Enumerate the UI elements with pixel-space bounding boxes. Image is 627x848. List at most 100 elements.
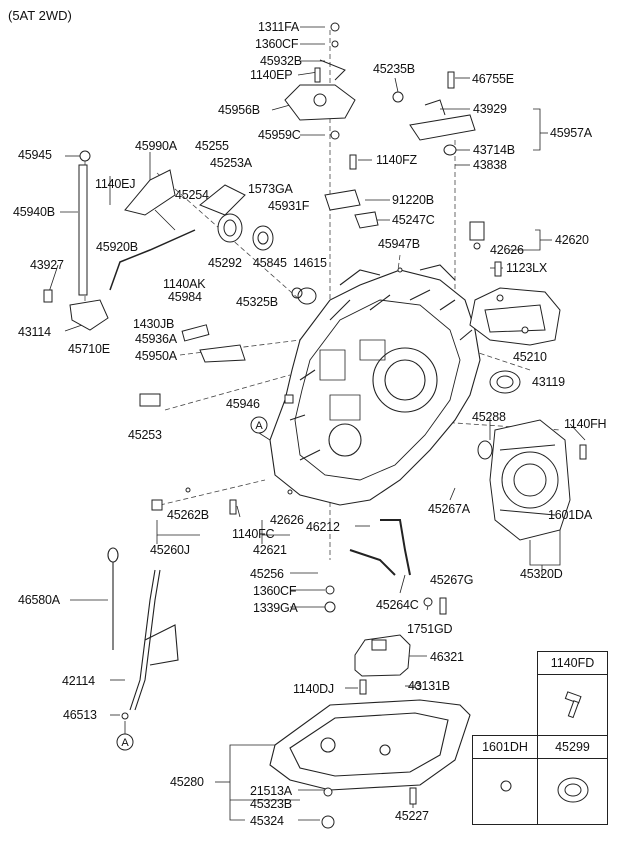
- part-label-45920b: 45920B: [96, 240, 138, 254]
- part-label-45990a: 45990A: [135, 139, 177, 153]
- part-label-42620: 42620: [555, 233, 589, 247]
- part-label-1140dj: 1140DJ: [293, 682, 334, 696]
- part-label-42621: 42621: [253, 543, 287, 557]
- part-label-45945: 45945: [18, 148, 52, 162]
- part-label-1360cf-bot: 1360CF: [253, 584, 297, 598]
- seals: [217, 213, 317, 305]
- part-label-1430jb: 1430JB: [133, 317, 175, 331]
- diagram-title: (5AT 2WD): [8, 8, 72, 23]
- part-label-43131b: 43131B: [408, 679, 450, 693]
- part-label-45932b: 45932B: [260, 54, 302, 68]
- label-leaders: [47, 26, 586, 821]
- legend-header-1140fd: 1140FD: [538, 652, 607, 675]
- part-label-42626-mid: 42626: [270, 513, 304, 527]
- o-ring-45288: [477, 440, 493, 460]
- legend-cell-1601dh: 1601DH: [472, 735, 538, 825]
- part-label-45845: 45845: [253, 256, 287, 270]
- part-label-14615: 14615: [293, 256, 327, 270]
- part-label-45323b: 45323B: [250, 797, 292, 811]
- part-label-46513: 46513: [63, 708, 97, 722]
- part-label-45950a: 45950A: [135, 349, 177, 363]
- part-label-45936a: 45936A: [135, 332, 177, 346]
- part-label-45253a: 45253A: [210, 156, 252, 170]
- part-label-45947b: 45947B: [378, 237, 420, 251]
- part-label-45210: 45210: [513, 350, 547, 364]
- part-label-45931f: 45931F: [268, 199, 310, 213]
- part-label-1140fc: 1140FC: [232, 527, 275, 541]
- shift-shaft: [69, 164, 109, 331]
- part-label-43927: 43927: [30, 258, 64, 272]
- part-label-45260j: 45260J: [150, 543, 190, 557]
- callout-a-bottom-label: A: [121, 737, 129, 749]
- part-label-1140fz: 1140FZ: [376, 153, 417, 167]
- part-label-45956b: 45956B: [218, 103, 260, 117]
- part-label-43114: 43114: [18, 325, 51, 339]
- speed-sensor: [469, 221, 485, 250]
- part-label-1601da: 1601DA: [548, 508, 592, 522]
- manual-lever-parts: [124, 169, 246, 407]
- part-label-45235b: 45235B: [373, 62, 415, 76]
- bolt-icon: [564, 691, 582, 719]
- part-label-1123lx: 1123LX: [506, 261, 547, 275]
- part-label-45256: 45256: [250, 567, 284, 581]
- part-label-45940b: 45940B: [13, 205, 55, 219]
- side-cover: [489, 419, 571, 541]
- shift-cable: [109, 229, 196, 291]
- part-label-45959c: 45959C: [258, 128, 301, 142]
- bolts: [43, 22, 587, 829]
- solenoid-bracket: [409, 99, 476, 156]
- part-label-1751gd: 1751GD: [407, 622, 453, 636]
- legend-cell-45299: 45299: [537, 735, 608, 825]
- part-label-45320d: 45320D: [520, 567, 563, 581]
- part-label-1339ga: 1339GA: [253, 601, 298, 615]
- part-label-45280: 45280: [170, 775, 204, 789]
- part-label-45247c: 45247C: [392, 213, 435, 227]
- callout-a-top-label: A: [255, 420, 263, 432]
- transmission-case: [269, 264, 481, 506]
- part-label-45255: 45255: [195, 139, 229, 153]
- bracket-91220b: [324, 189, 379, 229]
- part-label-1140fh: 1140FH: [564, 417, 607, 431]
- part-label-46212: 46212: [306, 520, 340, 534]
- part-label-45957a: 45957A: [550, 126, 592, 140]
- part-label-46580a: 46580A: [18, 593, 60, 607]
- part-label-1140ak: 1140AK: [163, 277, 206, 291]
- part-label-45324: 45324: [250, 814, 284, 828]
- part-label-46321: 46321: [430, 650, 464, 664]
- part-label-91220b: 91220B: [392, 193, 434, 207]
- oil-seal-43119: [489, 370, 521, 394]
- oil-filter: [354, 634, 411, 677]
- part-label-45264c: 45264C: [376, 598, 419, 612]
- legend-cell-1140fd: 1140FD: [537, 651, 608, 736]
- part-label-45254: 45254: [175, 188, 209, 202]
- part-label-45288: 45288: [472, 410, 506, 424]
- part-label-45710e: 45710E: [68, 342, 110, 356]
- part-label-45292: 45292: [208, 256, 242, 270]
- legend-header-1601dh: 1601DH: [473, 736, 537, 759]
- part-label-45227: 45227: [395, 809, 429, 823]
- part-label-43929: 43929: [473, 102, 507, 116]
- part-label-42114: 42114: [62, 674, 95, 688]
- part-label-45267g: 45267G: [430, 573, 474, 587]
- oil-pan: [269, 699, 471, 791]
- part-label-45984: 45984: [168, 290, 202, 304]
- part-label-1140ep: 1140EP: [250, 68, 293, 82]
- dipstick: [107, 547, 179, 711]
- part-label-46755e: 46755E: [472, 72, 514, 86]
- cooler-pipe: [349, 519, 411, 576]
- part-label-42626-top: 42626: [490, 243, 524, 257]
- o-ring-icon: [500, 780, 512, 792]
- part-label-1140ej: 1140EJ: [95, 177, 136, 191]
- inhibitor-switch: [284, 59, 356, 121]
- part-label-43714b: 43714B: [473, 143, 515, 157]
- top-cover: [469, 287, 561, 346]
- part-label-45262b: 45262B: [167, 508, 209, 522]
- seal-icon: [557, 777, 589, 803]
- part-label-45325b: 45325B: [236, 295, 278, 309]
- part-label-1360cf-top: 1360CF: [255, 37, 299, 51]
- part-label-45267a: 45267A: [428, 502, 470, 516]
- part-label-45946: 45946: [226, 397, 260, 411]
- part-label-21513a: 21513A: [250, 784, 292, 798]
- part-label-43119: 43119: [532, 375, 565, 389]
